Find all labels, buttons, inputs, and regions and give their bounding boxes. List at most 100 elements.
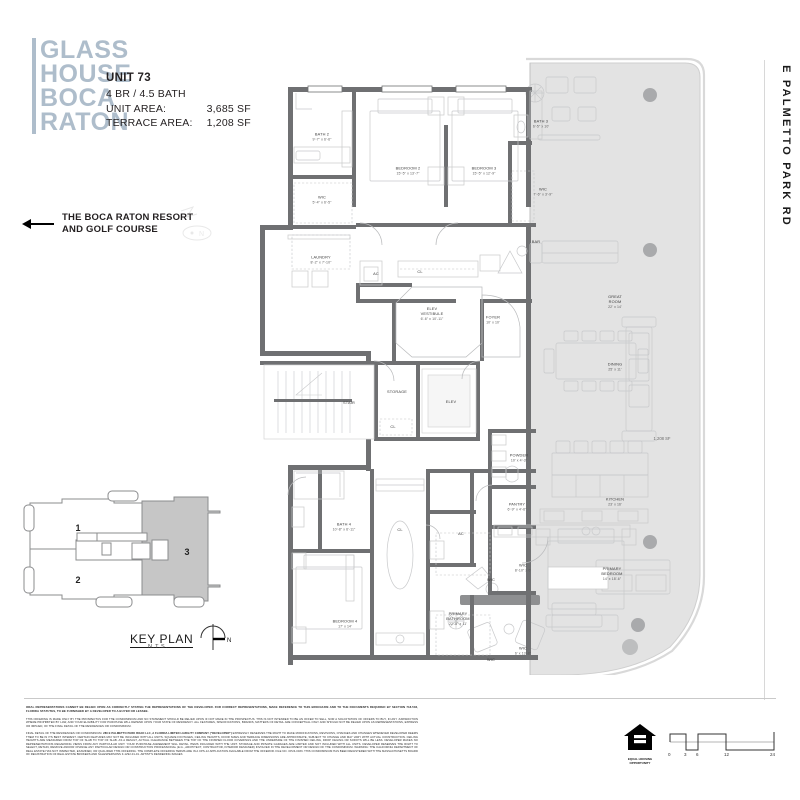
terrace-sf-label: 1,208 SF bbox=[654, 436, 671, 441]
bath-4-fixtures bbox=[291, 470, 345, 528]
stair bbox=[263, 364, 375, 440]
key-plan-title: KEY PLAN bbox=[130, 632, 194, 648]
room-dimensions: 10' x 4'-3" bbox=[511, 459, 528, 463]
legal-disclaimer: ORAL REPRESENTATIONS CANNOT BE RELIED UP… bbox=[26, 705, 418, 761]
room-name: BEDROOM 3 bbox=[472, 166, 497, 171]
key-plan-subtitle: N.T.S. bbox=[148, 644, 168, 650]
brand-accent-bar bbox=[32, 38, 36, 134]
powder-fixtures bbox=[491, 434, 519, 483]
bedroom-2-furniture bbox=[369, 96, 445, 186]
room-name: FOYER bbox=[486, 315, 500, 320]
key-plan-unit-1: 1 bbox=[75, 523, 80, 533]
room-name: CL bbox=[390, 424, 396, 429]
bath-2-fixtures bbox=[293, 93, 353, 168]
bath-3-fixtures bbox=[513, 90, 543, 140]
bedroom-4-furniture bbox=[291, 552, 363, 644]
room-label: BATH 410'-8" x 6'-11" bbox=[333, 522, 356, 532]
street-label: E PALMETTO PARK RD bbox=[780, 65, 792, 227]
wic-shelving-low bbox=[435, 614, 491, 656]
elevator-cab bbox=[421, 368, 477, 434]
room-dimensions: 23' x 16' bbox=[608, 503, 622, 507]
room-name: CL bbox=[397, 527, 403, 532]
unit-walls bbox=[260, 85, 538, 665]
room-dimensions: 17' x 14' bbox=[338, 625, 352, 629]
room-name: DINING bbox=[608, 362, 623, 367]
room-name: CL bbox=[417, 269, 423, 274]
dining-furniture bbox=[543, 330, 649, 392]
room-label: STORAGE bbox=[387, 389, 407, 394]
room-name: ROOM bbox=[609, 299, 622, 304]
room-name: BEDROOM 4 bbox=[333, 619, 358, 624]
room-label: AC bbox=[373, 271, 379, 276]
room-dimensions: 22'-8" x 11' bbox=[449, 622, 467, 626]
bedroom-3-furniture bbox=[447, 96, 519, 186]
unit-area-value: 3,685 SF bbox=[206, 102, 251, 115]
terrace-rug bbox=[547, 566, 609, 590]
room-dimensions: 25' x 11' bbox=[608, 368, 622, 372]
floor-plan-svg: .w { fill:#6f7072; } /* structural wall … bbox=[260, 57, 706, 675]
terrace-area: 1,208 SF bbox=[526, 57, 706, 675]
key-plan-unit-2: 2 bbox=[75, 575, 80, 585]
floor-plan: .w { fill:#6f7072; } /* structural wall … bbox=[230, 55, 775, 675]
resort-direction-note: THE BOCA RATON RESORT AND GOLF COURSE bbox=[22, 212, 193, 236]
great-room-furniture bbox=[479, 240, 619, 274]
room-name: BATH 4 bbox=[337, 522, 352, 527]
door-swings bbox=[287, 222, 549, 564]
scale-bar: 0 3 6 12 24 bbox=[668, 726, 776, 766]
room-name: AC bbox=[373, 271, 379, 276]
room-dimensions: 14' x 18'-6" bbox=[603, 577, 622, 581]
room-labels: BATH 29'-7" x 6'-6"BEDROOM 215'-5" x 13'… bbox=[311, 119, 624, 662]
room-name: WIC bbox=[519, 563, 527, 568]
room-name: LAUNDRY bbox=[311, 255, 331, 260]
room-dimensions: 15'-5" x 13'-7" bbox=[396, 172, 420, 176]
footer-divider bbox=[24, 698, 776, 699]
room-dimensions: 10'-8" x 6'-11" bbox=[333, 528, 356, 532]
room-name: WIC bbox=[519, 646, 527, 651]
room-dimensions: 15'-5" x 12'-9" bbox=[472, 172, 496, 176]
scale-tick-0: 0 bbox=[668, 752, 671, 757]
room-name: GREAT bbox=[608, 294, 622, 299]
room-dimensions: 10' x 10' bbox=[486, 321, 500, 325]
room-label: BEDROOM 215'-5" x 13'-7" bbox=[396, 166, 421, 176]
legal-body: THIS OFFERING IS MADE ONLY BY THE PROSPE… bbox=[26, 717, 418, 728]
room-dimensions: 7'-6" x 3'-9" bbox=[534, 193, 554, 197]
primary-bedroom-furniture bbox=[535, 528, 637, 632]
unit-info-block: UNIT 73 4 BR / 4.5 BATH UNIT AREA: 3,685… bbox=[106, 72, 251, 131]
room-dimensions: 6'-5" x 10' bbox=[533, 125, 550, 129]
compass-north-label: N bbox=[227, 638, 231, 644]
terrace-planting-bottom bbox=[447, 612, 465, 630]
room-name: BATHROOM bbox=[446, 616, 469, 621]
terrace-furniture-bottom bbox=[465, 559, 671, 655]
legal-notice: ORAL REPRESENTATIONS CANNOT BE RELIED UP… bbox=[26, 705, 418, 713]
svg-text:N: N bbox=[199, 231, 204, 238]
brand-logo: GLASS HOUSE BOCA RATON bbox=[32, 38, 131, 135]
core-closet bbox=[379, 418, 413, 436]
plan-reference-mark-icon: N bbox=[180, 206, 212, 241]
scale-tick-24: 24 bbox=[770, 752, 776, 757]
room-name: STAIR bbox=[343, 400, 355, 405]
wic-closet-shelving bbox=[293, 182, 353, 224]
equal-housing-line-1: EQUAL HOUSING bbox=[627, 757, 653, 761]
room-label: BEDROOM 417' x 14' bbox=[333, 619, 358, 629]
brand-line-3: BOCA bbox=[40, 84, 116, 112]
developer-name: 280 E PALMETTO PARK ROAD LLC, A FLORIDA … bbox=[103, 732, 232, 736]
room-name: VESTIBULE bbox=[421, 311, 444, 316]
primary-bathroom-fixtures bbox=[345, 478, 445, 646]
house-icon bbox=[624, 724, 656, 750]
room-label: WIC bbox=[487, 657, 495, 662]
room-dimensions: 6'-9" x 4'-6" bbox=[508, 508, 528, 512]
room-name: POWDER bbox=[510, 453, 528, 458]
mechanical-closets bbox=[359, 260, 479, 286]
room-name: STORAGE bbox=[387, 389, 407, 394]
terrace-area-value: 1,208 SF bbox=[206, 116, 251, 129]
key-plan: 1 2 3 bbox=[22, 485, 252, 645]
room-name: ELEV bbox=[427, 306, 438, 311]
